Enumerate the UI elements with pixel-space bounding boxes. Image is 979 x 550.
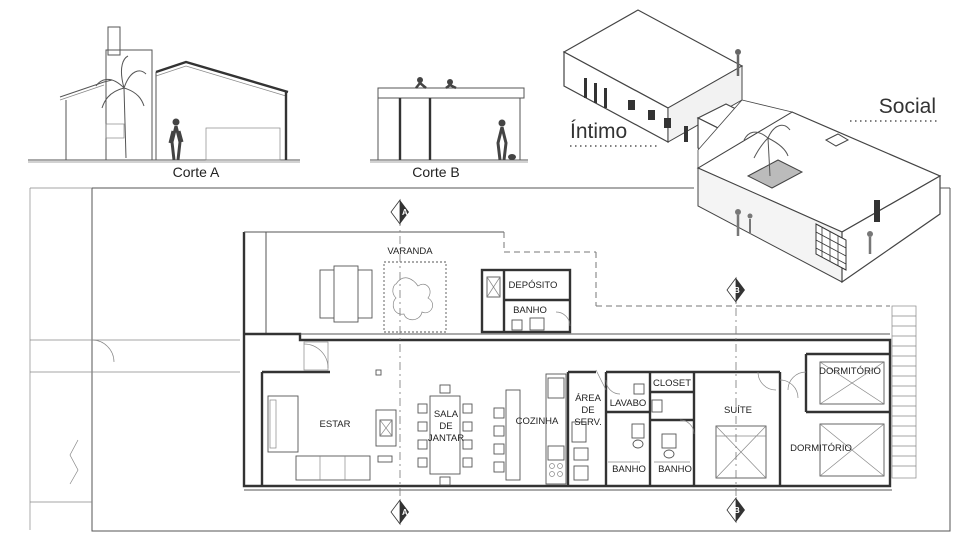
deposito-label: DEPÓSITO	[509, 280, 558, 291]
dormitorio-bottom-label: DORMITÓRIO	[790, 443, 852, 454]
svg-text:A: A	[402, 208, 408, 217]
floor-plan	[29, 187, 951, 532]
section-a-caption: Corte A	[173, 164, 220, 180]
dormitorio-top-label: DORMITÓRIO	[819, 366, 881, 377]
svg-text:B: B	[734, 286, 740, 295]
social-label: Social	[879, 95, 936, 118]
suite-label: SUÍTE	[724, 405, 752, 416]
estar-label: ESTAR	[320, 419, 351, 430]
section-marker-a-bottom: A	[390, 498, 409, 526]
banho-top-label: BANHO	[513, 305, 547, 316]
cozinha-label: COZINHA	[516, 416, 559, 427]
isometric-view	[562, 9, 942, 284]
sala-label-line2: DE	[439, 421, 452, 432]
section-a-drawing	[28, 26, 300, 163]
sala-label-line3: JANTAR	[428, 433, 464, 444]
section-b-caption: Corte B	[412, 164, 459, 180]
banho-right-label: BANHO	[658, 464, 692, 475]
svg-text:B: B	[734, 506, 740, 515]
varanda-label: VARANDA	[387, 246, 433, 257]
section-marker-b-top: B	[726, 276, 745, 304]
intimo-label: Íntimo	[570, 120, 627, 143]
area-servico-line2: DE	[581, 405, 594, 416]
section-marker-a-top: A	[390, 198, 409, 226]
area-servico-line1: ÁREA	[575, 393, 602, 404]
lavabo-label: LAVABO	[610, 398, 647, 409]
section-marker-b-bottom: B	[726, 496, 745, 524]
banho-left-label: BANHO	[612, 464, 646, 475]
svg-text:A: A	[402, 508, 408, 517]
sala-label-line1: SALA	[434, 409, 459, 420]
section-b-drawing	[370, 77, 528, 163]
area-servico-line3: SERV.	[574, 417, 601, 428]
closet-label: CLOSET	[653, 378, 691, 389]
